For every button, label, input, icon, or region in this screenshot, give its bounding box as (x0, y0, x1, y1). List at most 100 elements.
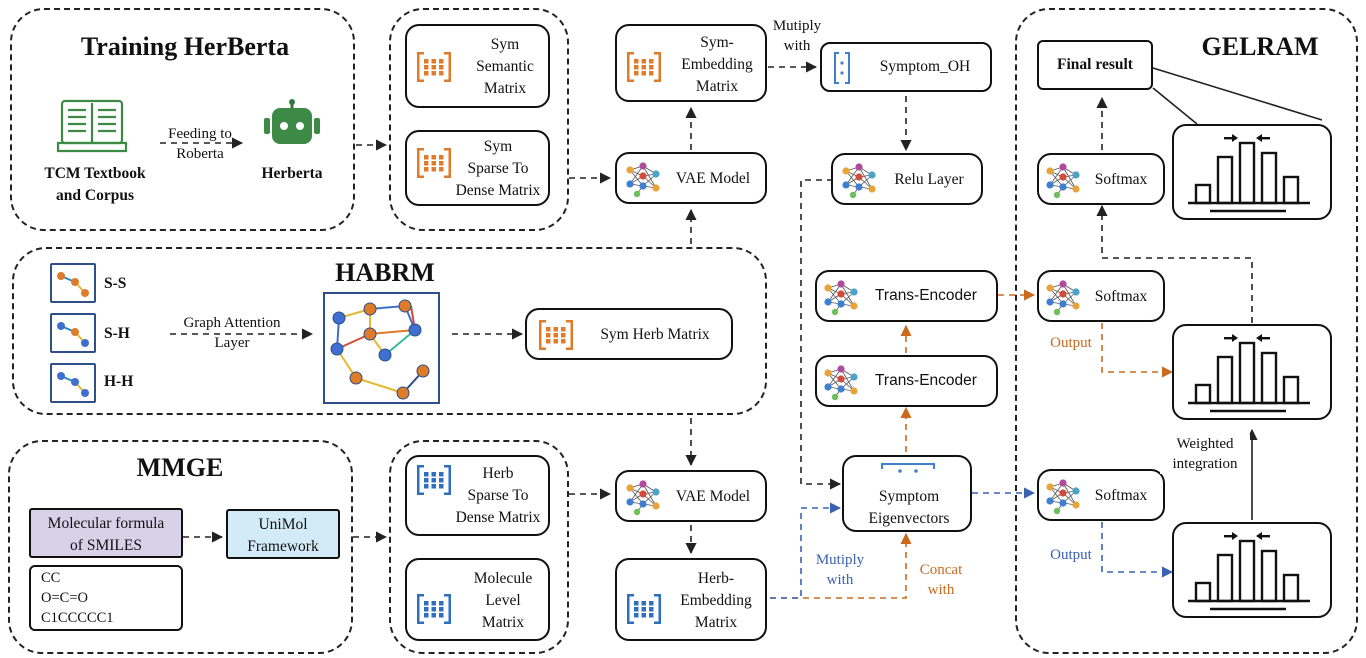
unimol-box: UniMol Framework (226, 509, 340, 559)
graph-sh-icon-box (50, 313, 96, 353)
textbook-label: TCM Textbook and Corpus (35, 163, 155, 207)
region-habrm (12, 247, 767, 415)
herb-sparse-text: Herb Sparse To Dense Matrix (447, 463, 549, 529)
smiles-text: Molecular formula of SMILES (31, 513, 181, 557)
histogram-icon (1188, 134, 1310, 213)
sym-semantic-line2: Semantic (476, 58, 534, 75)
callout-line-left (1152, 87, 1198, 125)
example-3: C1CCCCC1 (41, 610, 114, 626)
neural-network-icon (626, 162, 660, 198)
graph-icon (57, 372, 89, 397)
sym-sparse-line2: Sparse To (467, 160, 529, 177)
histogram-bottom (1172, 522, 1332, 618)
feeding-line1: Feeding to (168, 126, 232, 142)
vae-model-top: VAE Model (615, 152, 767, 204)
region-herb-matrices (389, 440, 569, 654)
arrow-concat (770, 532, 912, 599)
matrix-icon (539, 320, 573, 350)
histogram-top (1172, 124, 1332, 220)
symptom-eigenvectors: Symptom Eigenvectors (842, 455, 972, 532)
trans-encoder-top-label: Trans-Encoder (875, 287, 977, 304)
graph-ss-icon-box (50, 263, 96, 303)
herb-embedding-line3: Matrix (694, 614, 738, 631)
feeding-label: Feeding to Roberta (150, 124, 250, 164)
trans-encoder-top: Trans-Encoder (815, 270, 998, 322)
multiply-with-top: Mutiply with (765, 16, 829, 56)
training-title: Training HerBerta (80, 32, 290, 61)
trans-encoder-bottom-label: Trans-Encoder (875, 372, 977, 389)
sh-label: S-H (104, 325, 130, 342)
weighted-line1: Weighted (1176, 436, 1234, 452)
vae-model-bottom: VAE Model (615, 470, 767, 522)
matrix-icon (417, 52, 451, 82)
output-label-bottom: Output (1050, 547, 1092, 563)
multiply-blue-line1: Mutiply (815, 552, 865, 568)
region-sym-matrices (389, 8, 569, 231)
sym-sparse-text: Sym Sparse To Dense Matrix (447, 136, 549, 202)
sym-herb-label: Sym Herb Matrix (600, 326, 710, 343)
softmax-bottom-label: Softmax (1094, 487, 1148, 504)
neural-network-icon (824, 365, 858, 401)
vae-top-label: VAE Model (675, 170, 751, 187)
habrm-title: HABRM (335, 258, 435, 287)
neural-network-icon (824, 280, 858, 316)
softmax-mid: Softmax (1037, 270, 1165, 322)
herb-sparse-line3: Dense Matrix (455, 509, 541, 526)
unimol-line1: UniMol (258, 516, 308, 533)
graph-icon (323, 292, 440, 404)
robot-icon (264, 99, 320, 144)
smiles-line2: of SMILES (70, 537, 142, 554)
herb-sparse-matrix: Herb Sparse To Dense Matrix (405, 455, 550, 536)
final-result-box: Final result (1037, 40, 1153, 90)
eigen-line1: Symptom (878, 488, 940, 505)
sym-sparse-line1: Sym (483, 138, 513, 155)
vector-icon (881, 463, 935, 473)
relu-layer: Relu Layer (831, 153, 983, 205)
matrix-icon (417, 148, 451, 178)
histogram-icon (1188, 334, 1310, 413)
molecule-line2: Level (485, 592, 521, 609)
multiply-top-line1: Mutiply (772, 18, 822, 34)
textbook-label-line2: and Corpus (56, 187, 134, 204)
softmax-bottom: Softmax (1037, 469, 1165, 521)
smiles-box: Molecular formula of SMILES (29, 508, 183, 558)
multiply-blue-line2: with (826, 572, 854, 588)
sym-embedding-line2: Embedding (681, 56, 753, 73)
sym-embedding-line1: Sym- (700, 34, 734, 51)
mmge-title: MMGE (136, 453, 224, 482)
softmax-mid-label: Softmax (1094, 288, 1148, 305)
multiply-top-line2: with (783, 38, 811, 54)
symptom-oh: Symptom_OH (820, 42, 992, 92)
example-1: CC (41, 570, 61, 586)
herb-embedding-line2: Embedding (680, 592, 752, 609)
herb-sparse-line2: Sparse To (467, 487, 529, 504)
final-result-label: Final result (1057, 56, 1133, 73)
region-training-herberta (10, 8, 355, 231)
gat-line1: Graph Attention (183, 315, 281, 331)
histogram-mid (1172, 324, 1332, 420)
unimol-line2: Framework (247, 538, 319, 555)
hh-label: H-H (104, 373, 134, 390)
neural-network-icon (1046, 280, 1080, 316)
softmax-top: Softmax (1037, 153, 1165, 205)
eigen-text: Symptom Eigenvectors (848, 486, 970, 530)
smiles-line1: Molecular formula (47, 515, 165, 532)
gat-line2: Layer (214, 335, 250, 351)
concat-line1: Concat (919, 562, 963, 578)
textbook-label-line1: TCM Textbook (44, 165, 146, 182)
graph-hh-icon-box (50, 363, 96, 403)
multiply-with-blue: Mutiply with (806, 550, 874, 590)
herb-embedding-text: Herb- Embedding Matrix (669, 568, 763, 634)
gat-label: Graph Attention Layer (160, 313, 304, 353)
matrix-icon (417, 594, 451, 624)
sym-semantic-line1: Sym (490, 36, 520, 53)
region-mmge (8, 440, 353, 654)
matrix-icon (627, 594, 661, 624)
vector-icon (834, 52, 850, 84)
sym-semantic-line3: Matrix (483, 80, 527, 97)
concat-line2: with (927, 582, 955, 598)
arrow-output-bottom (1101, 522, 1174, 578)
concat-with: Concat with (908, 560, 974, 600)
trans-encoder-bottom: Trans-Encoder (815, 355, 998, 407)
